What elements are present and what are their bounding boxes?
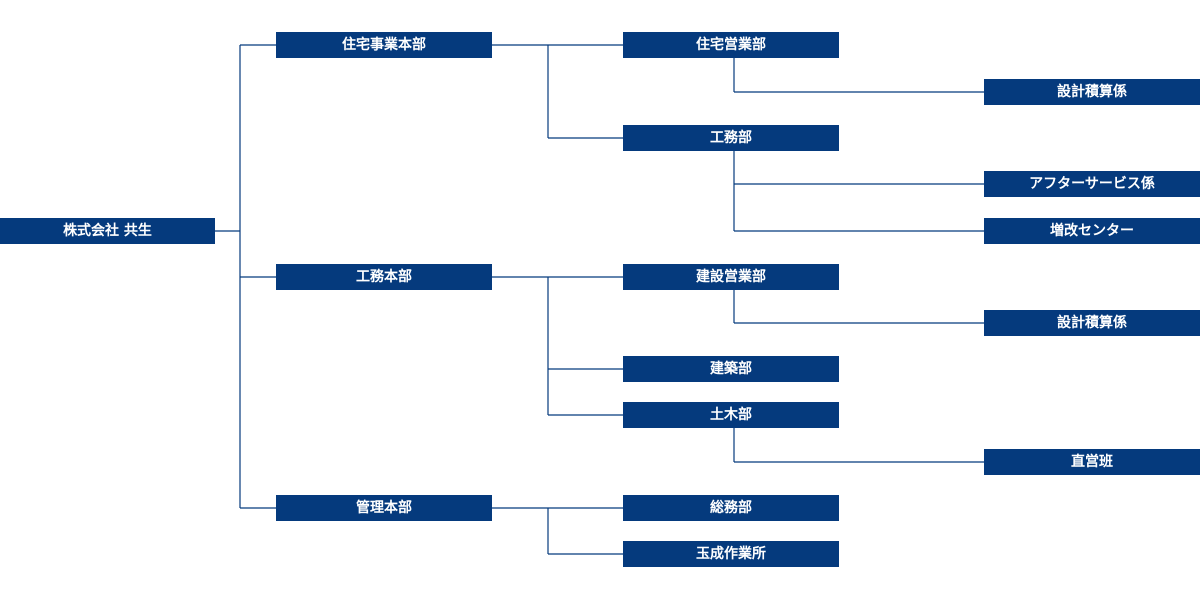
org-box-section: アフターサービス係	[984, 171, 1200, 197]
org-box-department: 住宅営業部	[623, 32, 839, 58]
org-box-division: 住宅事業本部	[276, 32, 492, 58]
org-box-section: 増改センター	[984, 218, 1200, 244]
org-box-department: 工務部	[623, 125, 839, 151]
org-box-department: 建設営業部	[623, 264, 839, 290]
org-box-section: 設計積算係	[984, 79, 1200, 105]
org-box-department: 土木部	[623, 402, 839, 428]
org-box-root: 株式会社 共生	[0, 218, 215, 244]
org-box-division: 管理本部	[276, 495, 492, 521]
org-box-section: 直営班	[984, 449, 1200, 475]
org-box-department: 総務部	[623, 495, 839, 521]
org-box-department: 玉成作業所	[623, 541, 839, 567]
org-box-department: 建築部	[623, 356, 839, 382]
org-box-division: 工務本部	[276, 264, 492, 290]
org-box-section: 設計積算係	[984, 310, 1200, 336]
